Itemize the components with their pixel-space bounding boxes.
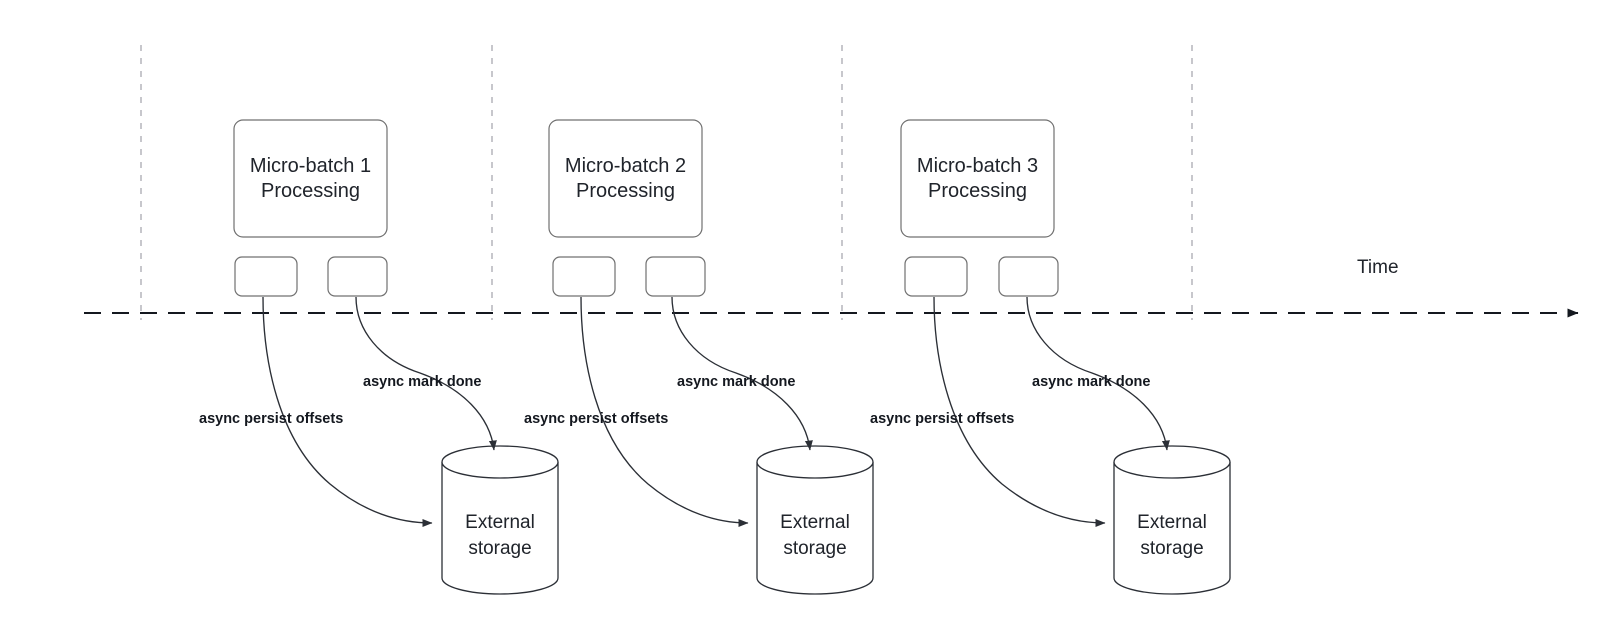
async-mark-done-curve xyxy=(355,296,497,451)
micro-batch-label-line2: Processing xyxy=(261,180,360,202)
async-mark-done-label: async mark done xyxy=(1032,374,1150,390)
micro-batch-box[interactable] xyxy=(900,119,1055,238)
micro-batch-box[interactable] xyxy=(233,119,388,238)
external-storage-cylinder-top xyxy=(756,445,874,479)
external-storage-cylinder-top xyxy=(1113,445,1231,479)
async-persist-offsets-label: async persist offsets xyxy=(870,411,1014,427)
mark-done-task-box[interactable] xyxy=(998,256,1059,297)
micro-batch-box[interactable] xyxy=(548,119,703,238)
micro-batch-label-line2: Processing xyxy=(928,180,1027,202)
async-mark-done-curve xyxy=(1026,296,1170,451)
external-storage-cylinder-body xyxy=(441,462,559,595)
external-storage-cylinder-body xyxy=(756,462,874,595)
external-storage-label-line1: External xyxy=(780,512,850,533)
external-storage-label-line1: External xyxy=(1137,512,1207,533)
async-persist-offsets-curve xyxy=(262,296,433,527)
external-storage-label-line2: storage xyxy=(783,538,846,559)
async-persist-offsets-label: async persist offsets xyxy=(524,411,668,427)
persist-offsets-task-box[interactable] xyxy=(552,256,616,297)
external-storage-label-line2: storage xyxy=(468,538,531,559)
async-persist-offsets-curve xyxy=(580,296,749,527)
micro-batch-label-line1: Micro-batch 1 xyxy=(250,155,371,177)
async-persist-offsets-label: async persist offsets xyxy=(199,411,343,427)
micro-batch-label-line1: Micro-batch 3 xyxy=(917,155,1038,177)
async-mark-done-label: async mark done xyxy=(363,374,481,390)
mark-done-task-box[interactable] xyxy=(327,256,388,297)
external-storage-label-line2: storage xyxy=(1140,538,1203,559)
async-mark-done-label: async mark done xyxy=(677,374,795,390)
external-storage-label-line1: External xyxy=(465,512,535,533)
persist-offsets-task-box[interactable] xyxy=(234,256,298,297)
external-storage-cylinder-body xyxy=(1113,462,1231,595)
persist-offsets-task-box[interactable] xyxy=(904,256,968,297)
micro-batch-label-line2: Processing xyxy=(576,180,675,202)
micro-batch-label-line1: Micro-batch 2 xyxy=(565,155,686,177)
time-axis-label: Time xyxy=(1357,257,1399,278)
external-storage-cylinder-top xyxy=(441,445,559,479)
async-mark-done-curve xyxy=(671,296,813,451)
async-persist-offsets-curve xyxy=(933,296,1106,527)
timeline-layer: Time xyxy=(84,257,1579,318)
mark-done-task-box[interactable] xyxy=(645,256,706,297)
